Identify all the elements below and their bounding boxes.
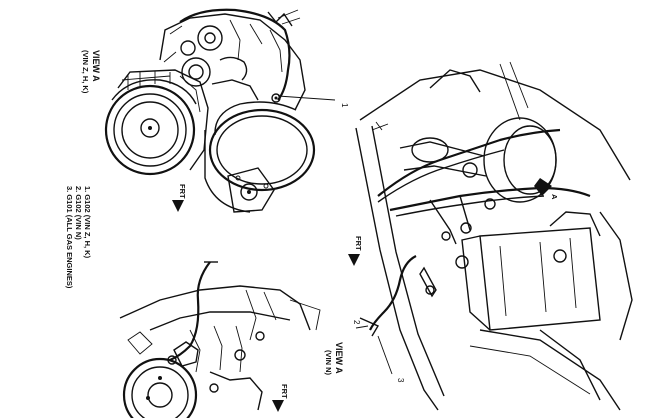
front-arrow-icon [272, 400, 284, 412]
callout-3: 3 [377, 335, 405, 383]
front-label: FRT [280, 384, 289, 399]
view-pointer-label: A [550, 194, 559, 200]
front-indicator-1: FRT [172, 184, 187, 212]
engine-block-upper [159, 13, 306, 111]
front-label: FRT [178, 184, 187, 199]
engine-view-a-vin-zhk: 1 [104, 8, 349, 213]
view-pointer-a: A [534, 178, 559, 200]
callout-1: 1 [277, 95, 349, 108]
front-arrow-icon [172, 200, 184, 212]
callout-3-label: 3 [396, 378, 405, 383]
view-title: VIEW A [91, 50, 101, 82]
front-indicator-3: FRT [348, 236, 363, 266]
view-subtitle: (VIN N) [324, 350, 333, 376]
view-subtitle: (VIN Z, H, K) [81, 50, 90, 94]
air-cleaner [399, 117, 557, 203]
ground-wire-g102 [179, 8, 301, 103]
ground-strap-g101 [359, 255, 437, 337]
callout-2: 2 [352, 320, 369, 329]
ground-wire-g102-vin-n [167, 261, 218, 365]
callout-1-label: 1 [340, 103, 349, 108]
view-a-label-n: VIEW A (VIN N) [324, 342, 344, 376]
engine-bay-overview: 2 3 A [352, 61, 633, 411]
battery [455, 211, 601, 331]
compressor-pulley [122, 357, 198, 418]
legend: 1. G102 (VIN Z, H, K) 2. G102 (VIN N) 3.… [65, 186, 92, 289]
flywheel [204, 101, 316, 213]
engine-view-a-vin-n [119, 261, 321, 418]
view-arrow-icon [534, 178, 552, 196]
legend-item-1: 1. G102 (VIN Z, H, K) [83, 186, 92, 259]
front-label: FRT [354, 236, 363, 251]
main-harness [371, 121, 591, 245]
front-arrow-icon [348, 254, 360, 266]
callout-2-label: 2 [352, 320, 361, 325]
view-title: VIEW A [334, 342, 344, 374]
large-pulley [104, 79, 197, 176]
view-a-label-zhk: VIEW A (VIN Z, H, K) [81, 50, 101, 94]
front-indicator-2: FRT [272, 384, 289, 412]
legend-item-3: 3. G101 (ALL GAS ENGINES) [65, 186, 74, 289]
legend-item-2: 2. G102 (VIN N) [74, 186, 83, 240]
